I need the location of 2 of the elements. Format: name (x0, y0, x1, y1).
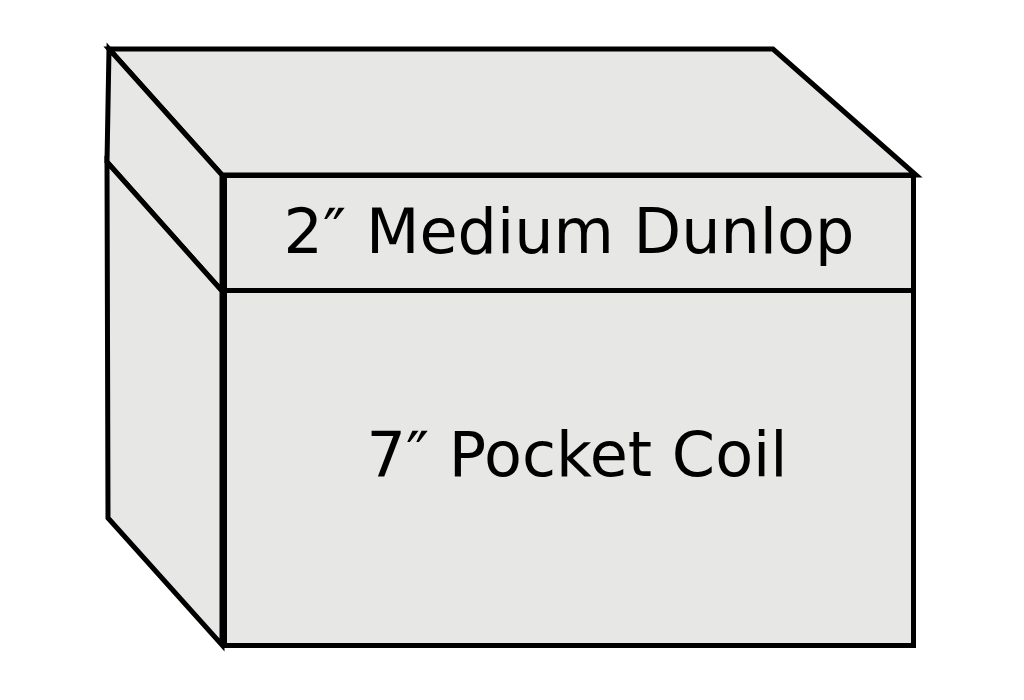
layer-label: 2″ Medium Dunlop (283, 197, 855, 267)
layer-label: 7″ Pocket Coil (366, 420, 788, 490)
